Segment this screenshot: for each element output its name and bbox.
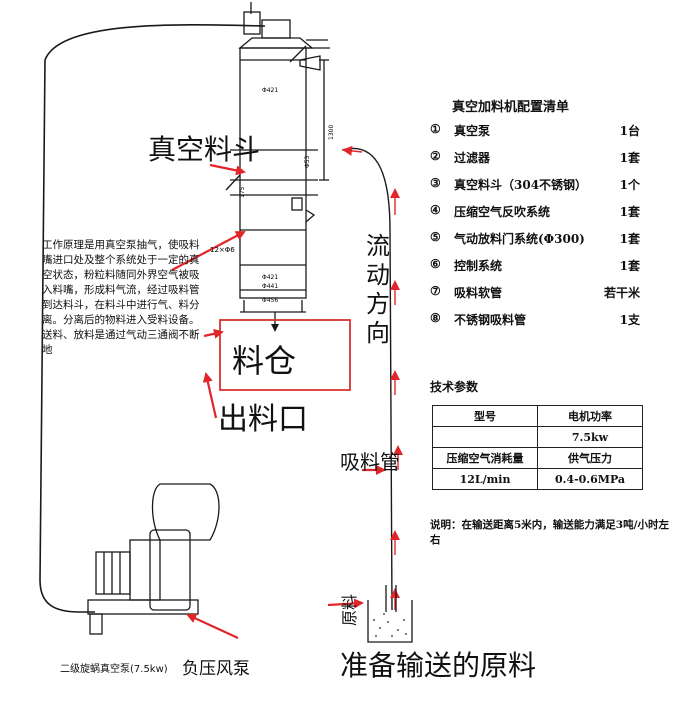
config-item-num: ⑧: [430, 311, 441, 325]
config-item-name: 压缩空气反吹系统: [454, 205, 551, 219]
dim-d5: Φ53: [304, 155, 311, 168]
spec-cell: [432, 426, 538, 448]
config-item-name: 真空泵: [454, 124, 491, 138]
label-silo: 料仓: [232, 342, 297, 380]
config-item: ⑦ 吸料软管 若干米: [430, 284, 640, 306]
config-item: ③ 真空料斗（304不锈钢） 1个: [430, 176, 640, 198]
label-pump-name: 负压风泵: [182, 659, 250, 679]
dim-h1: 1300: [328, 125, 335, 140]
config-item-qty: 若干米: [603, 286, 640, 300]
spec-cell: 型号: [432, 405, 538, 427]
silo-box: [219, 319, 351, 391]
config-item-name: 过滤器: [454, 151, 491, 165]
spec-cell: 12L/min: [432, 468, 538, 490]
dim-d3: Φ441: [262, 283, 278, 290]
spec-cell: 0.4-0.6MPa: [537, 468, 643, 490]
config-item-num: ⑥: [430, 257, 441, 271]
dim-d4: Φ456: [262, 297, 278, 304]
config-item-num: ①: [430, 122, 441, 136]
config-item-num: ⑤: [430, 230, 441, 244]
spec-cell: 压缩空气消耗量: [432, 447, 538, 469]
tech-title: 技术参数: [430, 380, 479, 394]
spec-row: 型号电机功率: [432, 405, 643, 427]
config-title: 真空加料机配置清单: [452, 100, 570, 115]
dim-d2: Φ421: [262, 274, 278, 281]
config-item-num: ③: [430, 176, 441, 190]
config-item-qty: 1套: [619, 259, 640, 273]
config-item-name: 控制系统: [454, 259, 503, 273]
config-item-num: ⑦: [430, 284, 441, 298]
config-item-name: 真空料斗（304不锈钢）: [454, 178, 588, 192]
config-item: ④ 压缩空气反吹系统 1套: [430, 203, 640, 225]
raw-material-dots: [373, 613, 407, 637]
config-item-qty: 1个: [619, 178, 640, 192]
label-suction-pipe: 吸料管: [340, 450, 400, 474]
tech-note: 说明：在输送距离5米内，输送能力满足3吨/小时左右: [430, 519, 669, 546]
label-outlet: 出料口: [218, 402, 308, 437]
config-item: ② 过滤器 1套: [430, 149, 640, 171]
config-item-qty: 1台: [619, 124, 640, 138]
dim-h2: 175: [239, 186, 246, 198]
raw-material-bucket: [367, 585, 413, 643]
spec-cell: 7.5kw: [537, 426, 643, 448]
config-item-qty: 1套: [619, 205, 640, 219]
dim-d1: Φ421: [262, 87, 278, 94]
spec-cell: 电机功率: [537, 405, 643, 427]
label-hopper: 真空料斗: [148, 133, 261, 166]
vacuum-hopper-drawing: [225, 2, 330, 313]
config-item: ⑥ 控制系统 1套: [430, 257, 640, 279]
pump-drawing: [87, 483, 220, 635]
spec-cell: 供气压力: [537, 447, 643, 469]
label-prepare: 准备输送的原料: [340, 649, 537, 682]
config-item-qty: 1套: [619, 151, 640, 165]
label-pump-caption: 二级旋蜗真空泵(7.5kw): [60, 664, 168, 675]
config-item: ⑧ 不锈钢吸料管 1支: [430, 311, 640, 333]
label-raw-material: 原料: [340, 593, 359, 626]
config-item: ⑤ 气动放料门系统(Φ300) 1套: [430, 230, 640, 252]
config-item-qty: 1套: [619, 232, 640, 246]
label-flow-direction: 流动方向: [366, 232, 390, 347]
spec-row: 压缩空气消耗量供气压力: [432, 447, 643, 469]
config-item: ① 真空泵 1台: [430, 122, 640, 144]
working-principle-text: 工作原理是用真空泵抽气，使吸料嘴进口处及整个系统处于一定的真空状态，粉粒料随同外…: [42, 239, 200, 356]
suction-pipe-line: [341, 147, 393, 611]
config-item-qty: 1支: [619, 313, 640, 327]
config-item-name: 气动放料门系统(Φ300): [454, 232, 585, 246]
spec-row: 7.5kw: [432, 426, 643, 448]
dim-bolts: 12×Φ6: [210, 246, 235, 254]
vacuum-line: [39, 24, 266, 613]
config-item-name: 不锈钢吸料管: [454, 313, 527, 327]
config-item-name: 吸料软管: [454, 286, 503, 300]
config-item-num: ②: [430, 149, 441, 163]
config-item-num: ④: [430, 203, 441, 217]
